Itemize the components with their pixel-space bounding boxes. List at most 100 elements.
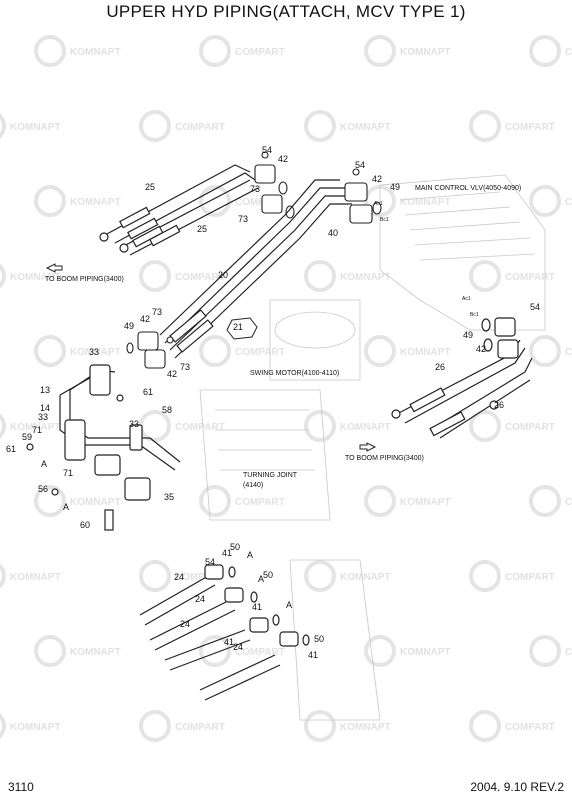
callout-number: 33 <box>129 419 139 429</box>
watermark-text: KOMNAPT <box>70 647 121 658</box>
watermark-logo <box>364 35 396 67</box>
callout-number: 49 <box>124 321 134 331</box>
callout-number: 73 <box>238 214 248 224</box>
watermark-text: KOMNAPT <box>340 122 391 133</box>
watermark-text: COMPART <box>175 572 225 583</box>
callout-number: 50 <box>263 570 273 580</box>
callout-number: 42 <box>476 344 486 354</box>
hose-26-pair <box>391 317 533 439</box>
watermark-text: COMPART <box>235 197 285 208</box>
watermark-logo <box>529 635 561 667</box>
callout-number: 73 <box>250 184 260 194</box>
watermark-text: COMPART <box>175 122 225 133</box>
flange-group-mcv <box>344 168 382 224</box>
label-to-boom-piping-left: TO BOOM PIPING(3400) <box>45 276 124 283</box>
watermark-text: COMPART <box>235 347 285 358</box>
callout-number: 50 <box>230 542 240 552</box>
label-turning-joint: TURNING JOINT <box>243 472 298 479</box>
port-label: Ac1 <box>462 296 471 302</box>
watermark-logo <box>34 185 66 217</box>
watermark-logo <box>304 410 336 442</box>
callout-number: 56 <box>38 484 48 494</box>
label-to-boom-piping-right: TO BOOM PIPING(3400) <box>345 455 424 462</box>
watermark-text: KOMNAPT <box>400 47 451 58</box>
watermark-text: KOMNAPT <box>70 347 121 358</box>
hose-25-pair <box>99 164 259 256</box>
watermark-logo <box>364 485 396 517</box>
hose-24-group <box>139 564 310 701</box>
callout-number: A <box>258 574 264 584</box>
callout-number: 73 <box>152 307 162 317</box>
watermark-logo <box>469 260 501 292</box>
watermark-logo <box>139 110 171 142</box>
callout-number: A <box>247 550 253 560</box>
watermark-logo <box>304 710 336 742</box>
watermark-logo <box>529 335 561 367</box>
watermark-logo <box>304 560 336 592</box>
watermark-logo <box>469 110 501 142</box>
watermark-logo <box>199 485 231 517</box>
watermark-text: COMPART <box>175 722 225 733</box>
callout-number: 61 <box>6 444 16 454</box>
port-label: Bc1 <box>470 312 479 318</box>
watermark-logo <box>0 413 6 439</box>
watermark-text: COMPART <box>175 422 225 433</box>
callout-number: 54 <box>355 160 365 170</box>
watermark-logo <box>529 35 561 67</box>
callout-number: 33 <box>89 347 99 357</box>
callout-number: 58 <box>162 405 172 415</box>
watermark-logo <box>0 713 6 739</box>
callout-number: 24 <box>180 619 190 629</box>
callout-number: 13 <box>40 385 50 395</box>
watermark-text: KOMNAPT <box>340 722 391 733</box>
watermark-text: KOMNAPT <box>400 347 451 358</box>
watermark-logo <box>34 35 66 67</box>
watermark-logo <box>34 485 66 517</box>
watermark-text: KOMNAPT <box>340 422 391 433</box>
watermark-logo <box>529 485 561 517</box>
callout-number: 25 <box>197 224 207 234</box>
port-label: Bc1 <box>380 217 389 223</box>
callout-number: 26 <box>494 400 504 410</box>
highlight-marker-21 <box>226 317 258 340</box>
callout-number: A <box>286 600 292 610</box>
callout-number: 50 <box>314 634 324 644</box>
watermark-logo <box>469 710 501 742</box>
hose-20-bundle <box>159 179 352 359</box>
callout-number: 71 <box>63 468 73 478</box>
watermark-text: KOMNAPT <box>70 47 121 58</box>
watermark-logo <box>0 263 6 289</box>
callout-number: 24 <box>195 594 205 604</box>
watermark-logo <box>34 335 66 367</box>
watermark-logo <box>0 563 6 589</box>
watermark-text: COMPART <box>565 47 572 58</box>
watermark-logo <box>0 113 6 139</box>
flange-group-top-left <box>254 151 295 219</box>
port-label: Ac1 <box>374 201 383 207</box>
callout-number: 26 <box>435 362 445 372</box>
callout-number: A <box>41 459 47 469</box>
watermark-logo <box>304 110 336 142</box>
watermark-text: COMPART <box>175 272 225 283</box>
callout-number: 24 <box>233 642 243 652</box>
callout-number: 73 <box>180 362 190 372</box>
watermark-text: COMPART <box>505 122 555 133</box>
watermark-text: COMPART <box>505 422 555 433</box>
callout-number: 60 <box>80 520 90 530</box>
watermark-text: COMPART <box>565 347 572 358</box>
watermark-text: COMPART <box>235 47 285 58</box>
watermark-logo <box>199 185 231 217</box>
callout-number: 42 <box>278 154 288 164</box>
date-revision: 2004. 9.10 REV.2 <box>470 780 564 794</box>
watermark-text: KOMNAPT <box>70 497 121 508</box>
watermark-logo <box>364 335 396 367</box>
callout-number: 14 <box>40 403 50 413</box>
watermark-text: KOMNAPT <box>10 422 61 433</box>
callout-number: 71 <box>32 425 42 435</box>
watermark-text: COMPART <box>235 647 285 658</box>
callout-number: A <box>63 502 69 512</box>
page-title: UPPER HYD PIPING(ATTACH, MCV TYPE 1) <box>106 2 466 21</box>
